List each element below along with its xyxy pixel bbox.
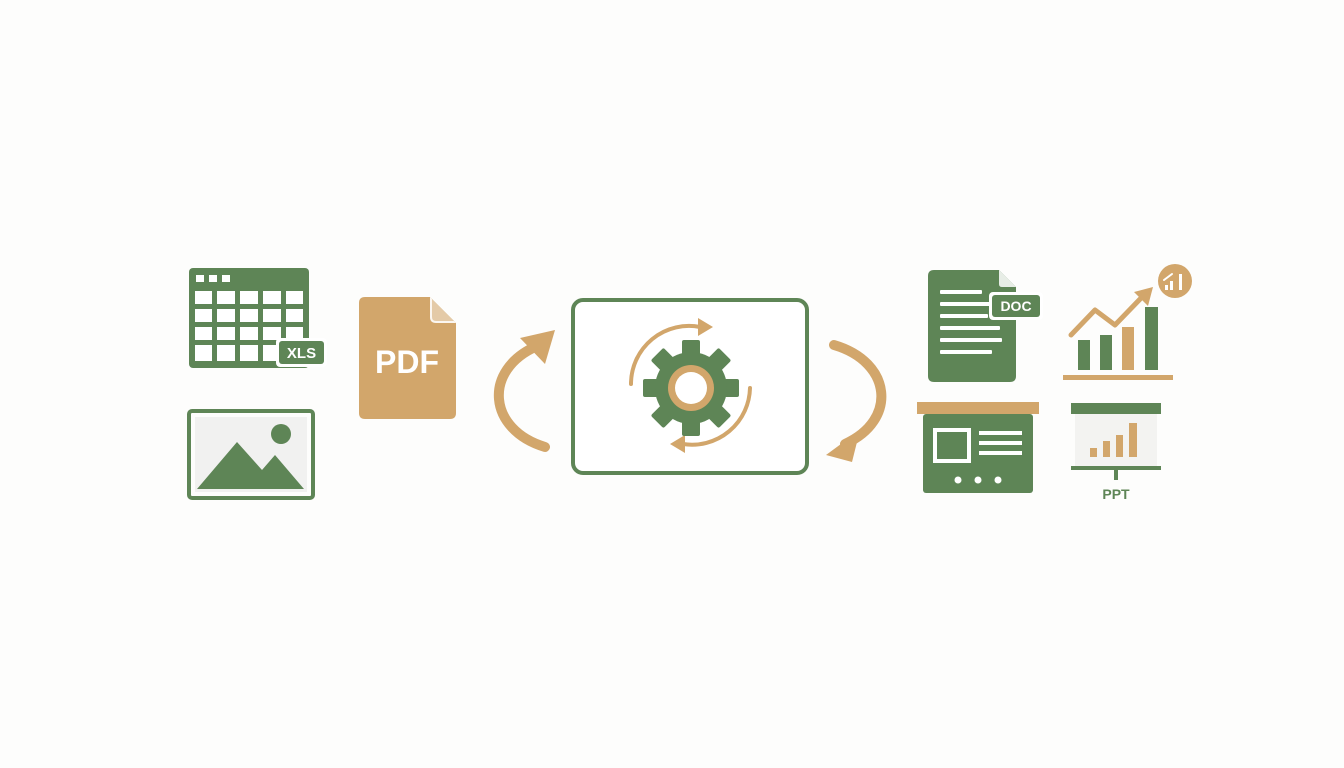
refresh-cycle-icon [628,323,752,447]
processor-panel [571,298,809,475]
growth-chart-icon [1063,287,1173,380]
pdf-icon: PDF [359,297,456,419]
curved-arrow-down-icon [826,340,887,462]
pdf-label: PDF [375,344,439,380]
slide-layout-icon [917,402,1039,493]
xls-badge-label: XLS [287,345,316,362]
spreadsheet-icon [189,268,309,368]
presentation-icon [1071,403,1161,480]
document-icon [928,270,1016,382]
curved-arrow-up-icon [494,330,555,452]
sun-icon [271,424,291,444]
gear-icon [643,340,739,436]
doc-badge: DOC [989,292,1043,320]
mountains-icon [197,442,304,489]
doc-badge-label: DOC [1000,298,1031,314]
analytics-badge-icon [1158,264,1192,298]
image-icon [187,409,315,500]
refresh-arrowhead-bottom [670,435,685,453]
ppt-label: PPT [1102,486,1130,502]
refresh-arrowhead-top [698,318,713,336]
xls-badge: XLS [276,338,327,367]
